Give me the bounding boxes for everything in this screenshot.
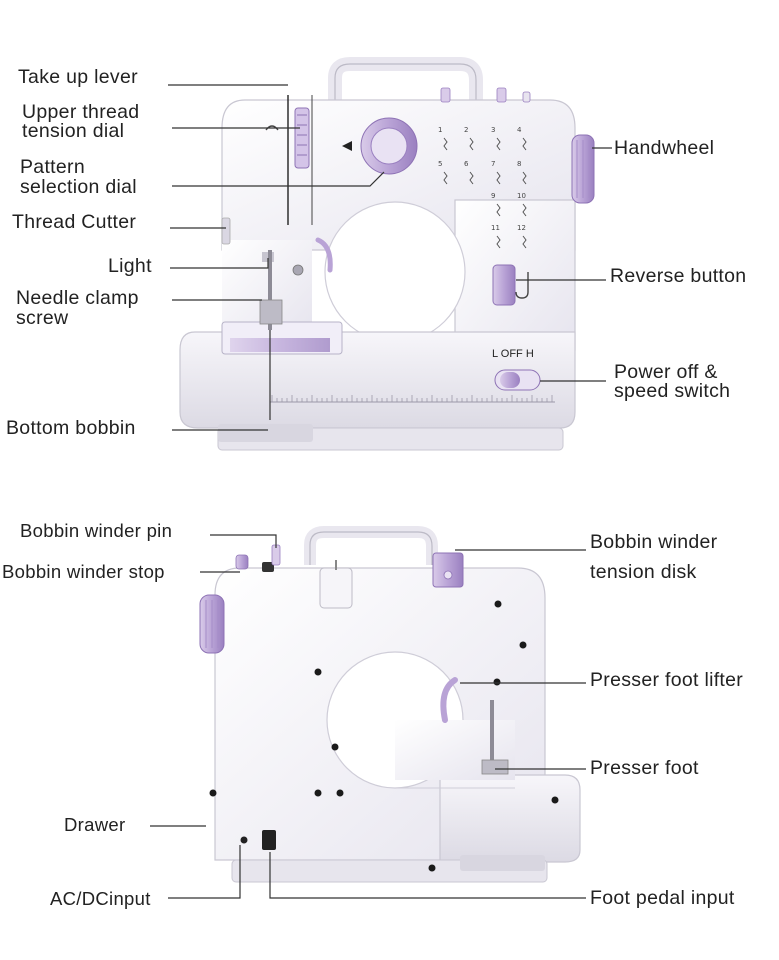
stitch-number: 1 — [438, 126, 442, 134]
label-take-up-lever: Take up lever — [18, 66, 138, 88]
stitch-number: 3 — [491, 126, 495, 134]
label-needle-clamp-line1: Needle clamp — [16, 287, 139, 309]
screw — [314, 789, 322, 797]
stitch-number: 2 — [464, 126, 468, 134]
label-ac-dc-input: AC/DCinput — [50, 888, 151, 909]
label-bobbin-winder-stop: Bobbin winder stop — [2, 561, 165, 582]
stitch-number: 10 — [517, 192, 526, 200]
label-reverse-button: Reverse button — [610, 265, 747, 287]
screw — [551, 796, 559, 804]
stitch-pattern-glyph — [496, 235, 501, 249]
label-light: Light — [108, 255, 152, 277]
screw — [314, 668, 322, 676]
leader-bobbin-winder-pin — [210, 534, 277, 548]
label-foot-pedal-input: Foot pedal input — [590, 887, 735, 909]
label-tension-disk-line2: tension disk — [590, 561, 697, 583]
stitch-number: 12 — [517, 224, 526, 232]
label-pattern-selection-line1: Pattern — [20, 156, 85, 178]
screw — [336, 789, 344, 797]
stitch-pattern-glyph — [522, 171, 527, 185]
stitch-pattern-glyph — [496, 203, 501, 217]
leader-ac-dc-input — [168, 845, 241, 899]
screw — [428, 864, 436, 872]
stitch-pattern-glyph — [469, 137, 474, 151]
stitch-pattern-glyph — [522, 137, 527, 151]
screw — [209, 789, 217, 797]
label-bobbin-winder-pin: Bobbin winder pin — [20, 520, 173, 541]
stitch-number: 6 — [464, 160, 469, 168]
rear-screws — [209, 600, 559, 872]
stitch-pattern-glyph — [443, 137, 448, 151]
stitch-pattern-glyph — [522, 235, 527, 249]
stitch-pattern-glyph — [522, 203, 527, 217]
stitch-number: 7 — [491, 160, 495, 168]
stitch-number: 5 — [438, 160, 442, 168]
rear-view-machine — [199, 526, 581, 883]
label-presser-foot: Presser foot — [590, 757, 699, 779]
label-tension-disk-line1: Bobbin winder — [590, 531, 718, 553]
label-bottom-bobbin: Bottom bobbin — [6, 417, 136, 439]
leader-light — [170, 258, 269, 269]
stitch-number: 4 — [517, 126, 522, 134]
stitch-pattern-glyph — [496, 137, 501, 151]
ruler-ticks — [271, 395, 553, 402]
label-handwheel: Handwheel — [614, 137, 715, 159]
stitch-pattern-glyph — [443, 171, 448, 185]
stitch-pattern-glyph — [496, 171, 501, 185]
label-thread-cutter: Thread Cutter — [12, 211, 137, 233]
label-drawer: Drawer — [64, 814, 126, 835]
label-power-switch-line2: speed switch — [614, 380, 731, 402]
leader-foot-pedal-input — [269, 852, 586, 899]
stitch-pattern-glyph — [469, 171, 474, 185]
leader-pattern-selection — [172, 171, 385, 187]
stitch-number: 9 — [491, 192, 495, 200]
label-upper-thread-tension-line2: tension dial — [22, 120, 125, 142]
label-presser-foot-lifter: Presser foot lifter — [590, 669, 744, 691]
screw — [519, 641, 527, 649]
label-upper-thread-tension-line1: Upper thread — [22, 101, 140, 123]
stitch-number: 11 — [491, 224, 500, 232]
label-needle-clamp-line2: screw — [16, 307, 69, 329]
leader-lines — [150, 84, 612, 899]
stitch-number: 8 — [517, 160, 521, 168]
screw — [494, 600, 502, 608]
screw — [493, 678, 501, 686]
label-power-switch-line1: Power off & — [614, 361, 718, 383]
screw — [331, 743, 339, 751]
switch-position-marks: L OFF H — [492, 348, 534, 360]
label-pattern-selection-line2: selection dial — [20, 176, 137, 198]
